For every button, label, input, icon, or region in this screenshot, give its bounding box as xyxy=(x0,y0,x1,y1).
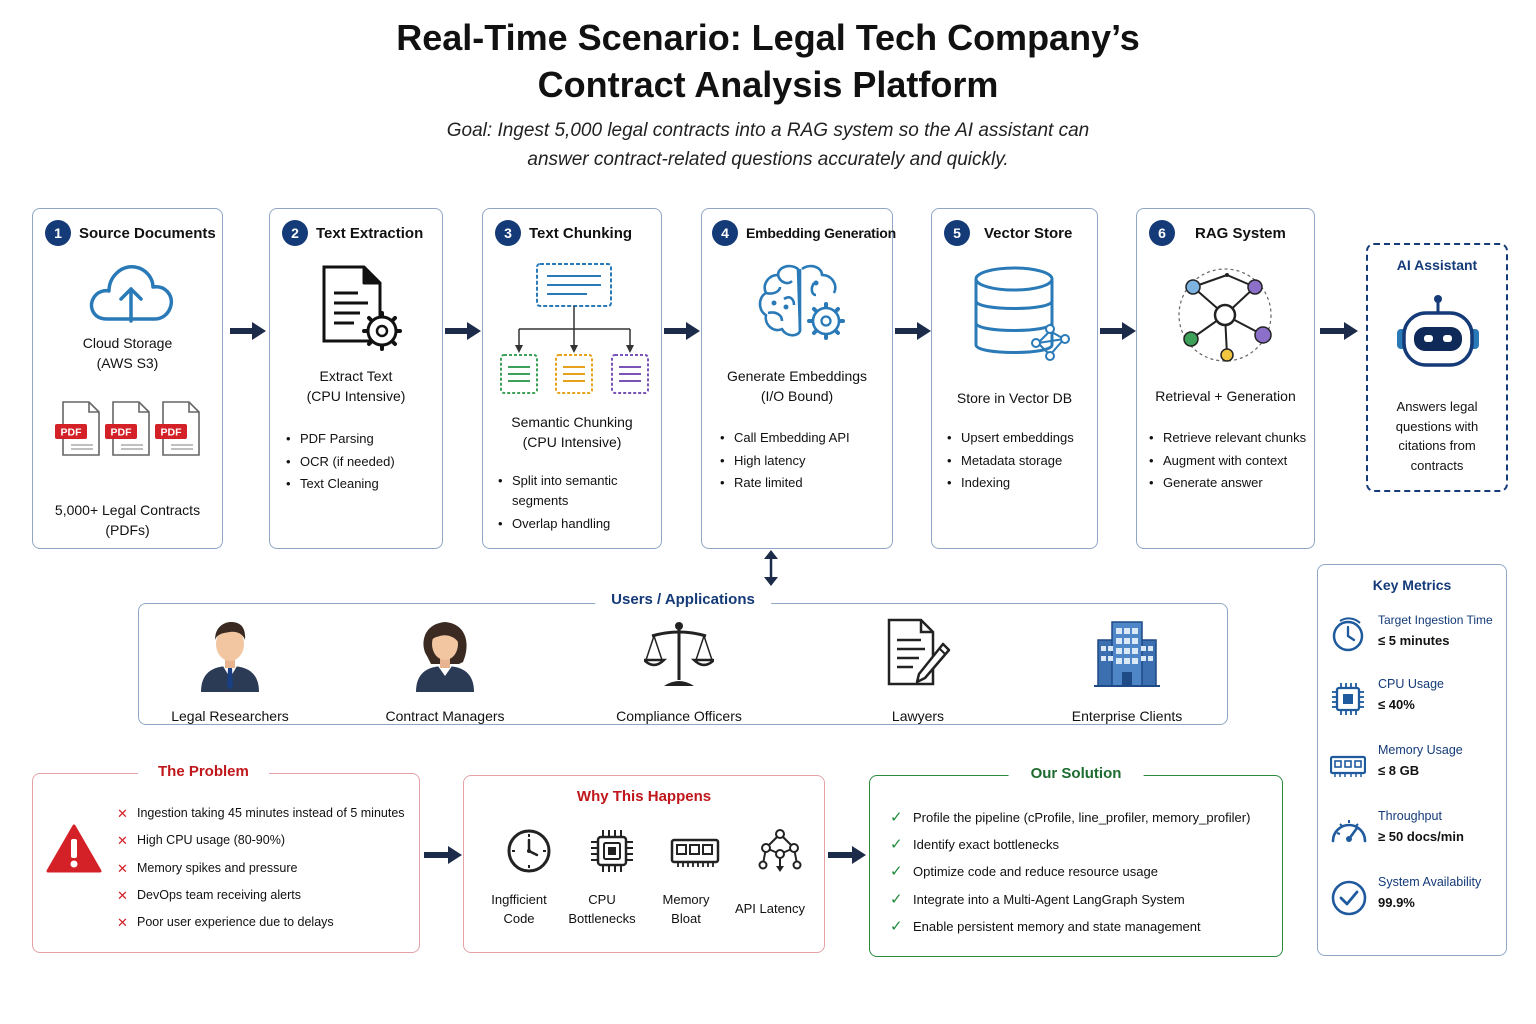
solution-list: Profile the pipeline (cProfile, line_pro… xyxy=(890,804,1250,940)
stage-bullets: Retrieve relevant chunks Augment with co… xyxy=(1149,427,1306,495)
cause-memory-bloat: Memory Bloat xyxy=(644,828,728,926)
user-compliance-officers: Compliance Officers xyxy=(616,616,742,724)
why-box: Why This Happens Ingfficient Code xyxy=(463,775,825,953)
solution-title: Our Solution xyxy=(1008,765,1144,782)
user-contract-managers: Contract Managers xyxy=(385,616,505,724)
goal-text: Goal: Ingest 5,000 legal contracts into … xyxy=(446,120,1090,170)
metric-cpu-usage: CPU Usage ≤ 40% xyxy=(1330,677,1500,727)
metric-system-availability: System Availability 99.9% xyxy=(1330,875,1500,925)
ai-assistant-title: AI Assistant xyxy=(1396,257,1478,273)
timer-icon xyxy=(1332,617,1364,652)
scales-icon xyxy=(640,622,718,686)
cause-cpu-bottlenecks: CPU Bottlenecks xyxy=(560,828,644,926)
step-number: 2 xyxy=(282,220,308,246)
woman-user-icon xyxy=(416,622,474,692)
brain-gear-icon xyxy=(758,264,845,340)
stage-bullets: Upsert embeddings Metadata storage Index… xyxy=(947,427,1074,495)
database-icon xyxy=(974,266,1070,361)
cpu-chip-icon xyxy=(590,830,633,872)
stage-source-documents: 1 Source Documents Cloud Storage (AWS S3… xyxy=(32,208,223,549)
page-title: Real-Time Scenario: Legal Tech Company’s… xyxy=(396,17,1140,105)
ram-icon xyxy=(1330,755,1366,777)
double-arrow-icon xyxy=(764,550,778,586)
arrow-right-icon xyxy=(1100,322,1136,340)
stage-vector-store: 5 Vector Store Store in Vector DB Upsert… xyxy=(931,208,1098,549)
stage-embedding-generation: 4 Embedding Generation Generate Embeddin… xyxy=(701,208,897,549)
ai-assistant-box: AI Assistant Answers legal questions wit… xyxy=(1366,243,1508,492)
arrow-right-icon xyxy=(828,846,866,864)
step-number: 4 xyxy=(712,220,738,246)
api-network-icon xyxy=(758,829,801,872)
user-enterprise-clients: Enterprise Clients xyxy=(1072,616,1182,724)
step-number: 1 xyxy=(45,220,71,246)
cause-inefficient-code: Ingfficient Code xyxy=(477,828,561,926)
document-pen-icon xyxy=(887,618,951,686)
pdf-label: PDF xyxy=(61,427,83,439)
metrics-title: Key Metrics xyxy=(1372,577,1452,593)
pdf-label: PDF xyxy=(111,427,133,439)
stage-title: Embedding Generation xyxy=(746,225,897,241)
step-number: 3 xyxy=(495,220,521,246)
check-circle-icon xyxy=(1331,880,1367,916)
arrow-right-icon xyxy=(1320,322,1358,340)
solution-box: Our Solution Profile the pipeline (cProf… xyxy=(869,765,1283,957)
pdf-files-icon: PDF PDF PDF xyxy=(55,401,200,456)
metric-memory-usage: Memory Usage ≤ 8 GB xyxy=(1330,743,1500,793)
arrow-right-icon xyxy=(424,846,462,864)
stage-bullets: PDF Parsing OCR (if needed) Text Cleanin… xyxy=(286,428,395,496)
user-legal-researchers: Legal Researchers xyxy=(171,616,289,724)
stage-rag-system: 6 RAG System Retrieval + Generation Retr… xyxy=(1136,208,1315,549)
network-graph-icon xyxy=(1178,268,1272,362)
stage-title: Text Extraction xyxy=(316,224,424,242)
users-applications-box: Users / Applications Legal Researchers C… xyxy=(138,591,1228,725)
users-title: Users / Applications xyxy=(595,591,771,608)
arrow-right-icon xyxy=(445,322,481,340)
step-number: 5 xyxy=(944,220,970,246)
robot-icon xyxy=(1397,295,1479,367)
key-metrics-box: Key Metrics Target Ingestion Time ≤ 5 mi… xyxy=(1317,564,1507,956)
arrow-right-icon xyxy=(664,322,700,340)
arrow-right-icon xyxy=(895,322,931,340)
why-title: Why This Happens xyxy=(576,788,712,805)
clock-icon xyxy=(507,829,550,873)
stage-title: Text Chunking xyxy=(529,224,633,242)
cpu-icon xyxy=(1332,683,1364,715)
problem-title: The Problem xyxy=(138,763,269,780)
document-gear-icon xyxy=(322,265,402,351)
problem-list: Ingestion taking 45 minutes instead of 5… xyxy=(117,800,405,937)
cloud-upload-icon xyxy=(89,265,174,323)
pdf-label: PDF xyxy=(161,427,183,439)
office-building-icon xyxy=(1094,621,1160,687)
stage-title: RAG System xyxy=(1195,224,1286,242)
gauge-icon xyxy=(1331,820,1367,843)
metric-target-ingestion-time: Target Ingestion Time ≤ 5 minutes xyxy=(1330,613,1500,663)
warning-icon xyxy=(46,824,102,873)
stage-text-extraction: 2 Text Extraction Extract Text (CPU Inte… xyxy=(269,208,443,549)
cause-api-latency: API Latency xyxy=(728,828,812,916)
metric-throughput: Throughput ≥ 50 docs/min xyxy=(1330,809,1500,859)
man-user-icon xyxy=(201,622,259,692)
problem-box: The Problem Ingestion taking 45 minutes … xyxy=(32,763,420,953)
step-number: 6 xyxy=(1149,220,1175,246)
chunk-tree-icon xyxy=(500,263,649,394)
stage-bullets: Call Embedding API High latency Rate lim… xyxy=(720,427,850,495)
arrow-right-icon xyxy=(230,322,266,340)
user-lawyers: Lawyers xyxy=(885,616,951,724)
stage-text-chunking: 3 Text Chunking Semantic Chunking (CPU I… xyxy=(482,208,662,549)
stage-title: Source Documents xyxy=(79,224,216,242)
stage-title: Vector Store xyxy=(984,224,1073,242)
stage-bullets: Split into semantic segments Overlap han… xyxy=(498,471,648,534)
memory-module-icon xyxy=(670,838,719,867)
